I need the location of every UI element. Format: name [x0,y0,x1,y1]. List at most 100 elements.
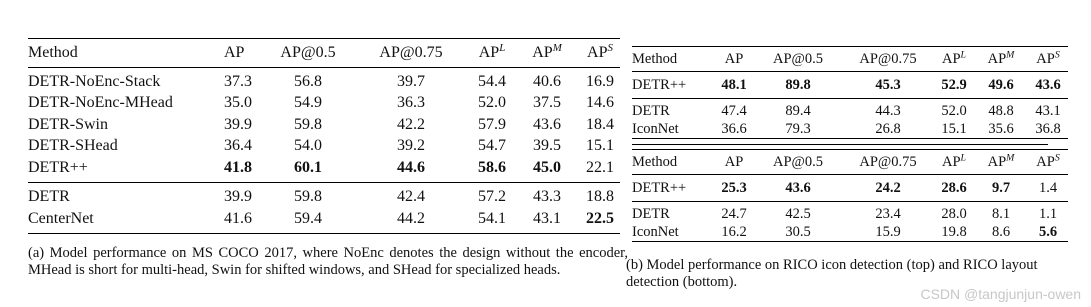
cell-ap-small: 18.8 [580,181,620,208]
cell-ap: 35.0 [224,94,252,112]
cell-ap: 48.1 [721,76,747,93]
header-method: Method [632,153,678,170]
cell-ap-small: 18.4 [586,115,614,133]
cell-method: DETR [632,201,714,223]
cell-ap-medium: 9.7 [991,179,1011,196]
header-ap75: AP@0.75 [859,153,917,170]
cell-ap50: 54.9 [294,94,322,112]
header-ap75: AP@0.75 [379,44,443,61]
cell-method: IconNet [632,120,714,139]
cell-ap-medium: 43.1 [514,208,580,234]
cell-ap-large: 28.0 [934,201,974,223]
cell-method: DETR-NoEnc-Stack [28,72,161,90]
table-row: DETR-Swin 39.9 59.8 42.2 57.9 43.6 18.4 [28,114,620,136]
coco-results-table: Method AP AP@0.5 AP@0.75 APL APM APS DET… [28,38,620,234]
cell-ap-medium: 35.6 [974,120,1028,139]
cell-ap75: 44.3 [842,98,934,120]
cell-ap-small: 15.1 [586,137,614,155]
cell-ap-large: 57.2 [470,181,514,208]
table-row: IconNet 16.2 30.5 15.9 19.8 8.6 5.6 [632,223,1068,242]
header-ap50: AP@0.5 [772,50,823,67]
cell-ap50: 30.5 [754,223,842,242]
cell-ap-large: 28.6 [941,179,967,196]
cell-ap50: 59.8 [294,115,322,133]
cell-ap-medium: 8.1 [974,201,1028,223]
cell-ap-medium: 43.6 [533,115,561,133]
table-row: DETR++ 25.3 43.6 24.2 28.6 9.7 1.4 [632,175,1068,202]
cell-ap-small: 5.6 [1028,223,1068,242]
cell-ap-medium: 48.8 [974,98,1028,120]
rico-layout-results-table: Method AP AP@0.5 AP@0.75 APL APM APS DET… [632,149,1068,242]
cell-ap-small: 43.1 [1028,98,1068,120]
cell-ap-medium: 40.6 [533,72,561,90]
cell-ap-medium: 49.6 [988,76,1014,93]
cell-method: DETR [28,181,224,208]
table-row: DETR++ 48.1 89.8 45.3 52.9 49.6 43.6 [632,72,1068,99]
cell-ap: 16.2 [714,223,754,242]
table-row: DETR 24.7 42.5 23.4 28.0 8.1 1.1 [632,201,1068,223]
table-row: DETR-SHead 36.4 54.0 39.2 54.7 39.5 15.1 [28,136,620,158]
table-row: CenterNet 41.6 59.4 44.2 54.1 43.1 22.5 [28,208,620,234]
cell-ap75: 44.6 [397,158,425,176]
caption-right: (b) Model performance on RICO icon detec… [626,257,1038,290]
cell-ap50: 43.6 [785,179,811,196]
cell-ap: 36.4 [224,137,252,155]
table-divider [632,144,1048,145]
cell-ap50: 59.8 [264,181,352,208]
cell-ap75: 24.2 [875,179,901,196]
cell-ap75: 42.4 [352,181,470,208]
header-ap-medium: APM [987,152,1015,170]
header-method: Method [28,44,78,61]
header-ap50: AP@0.5 [280,44,336,61]
cell-ap: 39.9 [224,115,252,133]
cell-method: DETR++ [28,158,88,176]
header-ap-small: APS [1036,49,1060,67]
cell-ap-large: 52.0 [934,98,974,120]
table-row: DETR-NoEnc-Stack 37.3 56.8 39.7 54.4 40.… [28,68,620,93]
cell-ap-small: 16.9 [586,72,614,90]
header-ap: AP [224,44,245,61]
table-row: DETR 47.4 89.4 44.3 52.0 48.8 43.1 [632,98,1068,120]
cell-ap-small: 1.4 [1038,179,1058,196]
table-row: DETR++ 41.8 60.1 44.6 58.6 45.0 22.1 [28,157,620,182]
cell-ap-large: 15.1 [934,120,974,139]
cell-ap75: 23.4 [842,201,934,223]
cell-ap-large: 58.6 [478,158,506,176]
cell-ap-small: 14.6 [586,94,614,112]
header-ap-large: APL [941,152,967,170]
cell-method: DETR++ [632,179,687,196]
cell-method: DETR-Swin [28,115,108,133]
cell-ap-small: 43.6 [1035,76,1061,93]
cell-ap-medium: 8.6 [974,223,1028,242]
cell-method: DETR-SHead [28,137,118,155]
header-ap: AP [724,50,744,67]
cell-ap: 24.7 [714,201,754,223]
header-ap50: AP@0.5 [772,153,823,170]
cell-ap75: 39.2 [397,137,425,155]
header-ap-medium: APM [532,42,562,61]
cell-ap: 39.9 [224,181,264,208]
cell-ap-small: 22.5 [580,208,620,234]
table-header-row: Method AP AP@0.5 AP@0.75 APL APM APS [632,46,1068,72]
rico-icon-results-table: Method AP AP@0.5 AP@0.75 APL APM APS DET… [632,46,1068,139]
cell-ap: 37.3 [224,72,252,90]
header-ap75: AP@0.75 [859,50,917,67]
table-header-row: Method AP AP@0.5 AP@0.75 APL APM APS [632,149,1068,175]
cell-ap75: 15.9 [842,223,934,242]
cell-ap50: 79.3 [754,120,842,139]
cell-ap-medium: 43.3 [514,181,580,208]
cell-ap50: 59.4 [264,208,352,234]
cell-ap-large: 19.8 [934,223,974,242]
cell-ap-large: 54.4 [478,72,506,90]
table-row: IconNet 36.6 79.3 26.8 15.1 35.6 36.8 [632,120,1068,139]
watermark: CSDN @tangjunjun-owen [920,286,1081,302]
cell-ap75: 45.3 [875,76,901,93]
cell-method: DETR [632,98,714,120]
header-ap-small: APS [587,42,613,61]
cell-ap-large: 57.9 [478,115,506,133]
cell-ap50: 54.0 [294,137,322,155]
cell-ap50: 56.8 [294,72,322,90]
caption-left: (a) Model performance on MS COCO 2017, w… [28,245,628,278]
table-row: DETR-NoEnc-MHead 35.0 54.9 36.3 52.0 37.… [28,93,620,115]
cell-method: DETR-NoEnc-MHead [28,94,173,112]
